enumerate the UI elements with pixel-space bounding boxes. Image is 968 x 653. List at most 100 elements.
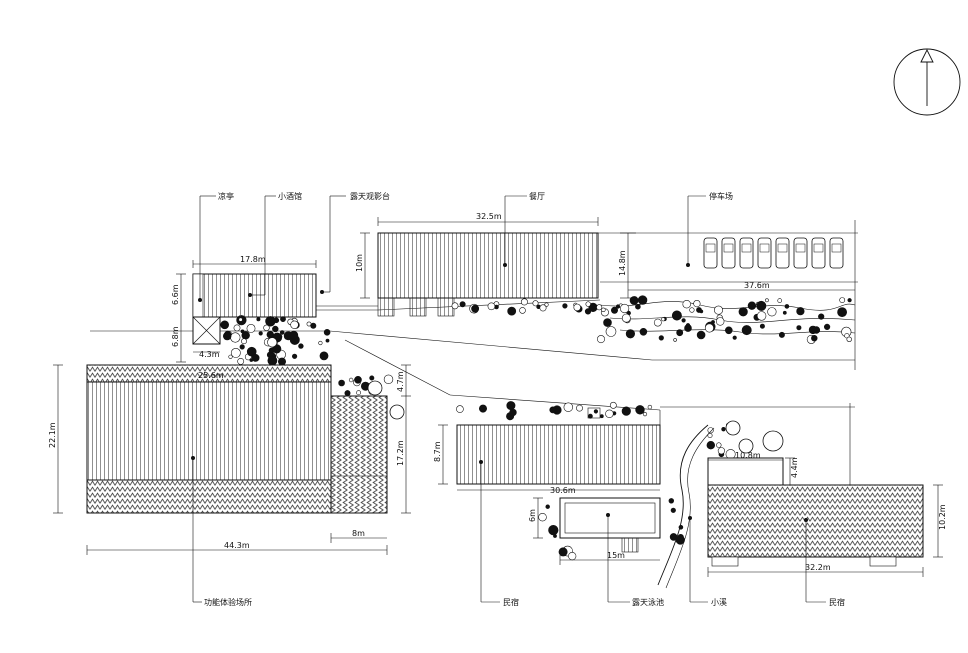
shrub-icon [451, 302, 459, 310]
shrub-icon [741, 325, 752, 336]
shrub-icon [747, 301, 757, 310]
north-arrow-icon [893, 48, 961, 116]
shrub-icon [759, 323, 765, 329]
shrub-icon [246, 346, 257, 357]
shrub-icon [263, 324, 270, 331]
shrub-icon [471, 304, 479, 313]
shrub-icon [532, 300, 539, 307]
shrub-icon [661, 317, 666, 322]
shrub-icon [348, 377, 354, 383]
dim-right-annex-depth: 4.4m [790, 457, 799, 478]
shrub-icon [610, 306, 618, 314]
parking-space [757, 237, 772, 269]
pavilion [176, 195, 221, 363]
function-hall-label: 功能体验场所 [204, 597, 252, 607]
shrub-icon [696, 330, 706, 340]
dim-restaurant-width: 32.5m [476, 212, 502, 221]
dim-pool-width: 15m [607, 551, 625, 560]
shrub-icon [507, 306, 517, 316]
shrub-icon [539, 304, 547, 312]
shrub-icon [354, 375, 362, 384]
tree-icon [389, 404, 405, 420]
shrub-icon [568, 551, 577, 561]
shrub-icon [383, 374, 394, 384]
shrub-icon [676, 329, 684, 337]
shrub-icon [711, 320, 715, 324]
dim-pool-depth: 6m [528, 509, 537, 522]
shrub-icon [239, 344, 245, 350]
shrub-icon [619, 303, 630, 314]
dim-hall-annex-width: 8m [352, 529, 365, 538]
shrub-icon [230, 332, 241, 343]
shrub-icon [839, 297, 846, 303]
shrub-icon [658, 335, 664, 341]
shrub-icon [520, 298, 528, 306]
homestay-right [660, 403, 943, 603]
shrub-icon [573, 303, 581, 312]
shrub-icon [585, 301, 591, 307]
creek-label: 小溪 [711, 597, 727, 607]
shrub-icon [238, 317, 243, 322]
shrub-icon [267, 337, 278, 348]
shrub-icon [615, 304, 621, 309]
dim-pavilion-depth: 6.8m [171, 326, 180, 347]
shrub-icon [356, 390, 361, 396]
tree-icon [367, 380, 383, 396]
parking-space [721, 237, 736, 269]
parking-space [775, 237, 790, 269]
creek [657, 424, 715, 603]
shrub-icon [653, 318, 662, 327]
restaurant-label: 餐厅 [529, 192, 545, 201]
theater-label: 露天观影台 [350, 191, 390, 201]
shrub-icon [808, 325, 818, 335]
shrub-icon [738, 307, 748, 317]
parking-lot [598, 195, 858, 299]
shrub-icon [230, 347, 241, 358]
shrub-icon [635, 303, 641, 310]
parking-space [739, 237, 754, 269]
shrub-icon [671, 310, 682, 321]
homestay-right-label: 民宿 [829, 597, 845, 607]
shrub-icon [558, 547, 568, 557]
shrub-icon [707, 432, 713, 438]
shrub-icon [837, 307, 847, 317]
shrub-icon [732, 335, 737, 340]
function-hall [86, 364, 388, 603]
shrub-icon [756, 311, 767, 321]
shrub-icon [605, 326, 617, 337]
shrub-icon [318, 340, 323, 346]
dim-bar-width: 17.8m [240, 255, 266, 264]
shrub-icon [716, 442, 722, 448]
shrub-icon [292, 353, 298, 359]
pavilion-label: 凉亭 [218, 191, 234, 201]
shrub-icon [519, 307, 526, 314]
shrub-icon [576, 404, 583, 412]
shrub-icon [823, 323, 831, 331]
shrub-icon [778, 331, 785, 338]
parking-space [793, 237, 808, 269]
dim-hall-right-depth: 17.2m [396, 440, 405, 466]
shrub-icon [621, 406, 631, 416]
shrub-icon [246, 323, 256, 333]
shrub-icon [796, 307, 805, 316]
shrub-icon [593, 409, 599, 414]
shrub-icon [290, 320, 299, 329]
restaurant-building [377, 195, 599, 317]
shrub-groups [220, 295, 852, 561]
pool-label: 露天泳池 [632, 597, 664, 607]
shrub-icon [233, 324, 241, 332]
dim-hall-depth: 22.1m [48, 422, 57, 448]
shrub-icon [784, 304, 790, 309]
dim-strip-depth: 4.7m [396, 371, 405, 392]
dim-restaurant-depth: 10m [355, 254, 364, 272]
shrub-icon [642, 412, 648, 417]
shrub-icon [272, 325, 279, 333]
dim-right-homestay-depth: 10.2m [938, 504, 947, 530]
shrub-icon [323, 328, 331, 336]
shrub-icon [715, 317, 725, 326]
shrub-icon [603, 318, 612, 327]
dim-homestay-width: 30.6m [550, 486, 576, 495]
shrub-icon [765, 298, 769, 303]
shrub-icon [639, 327, 648, 336]
shrub-icon [621, 313, 631, 323]
